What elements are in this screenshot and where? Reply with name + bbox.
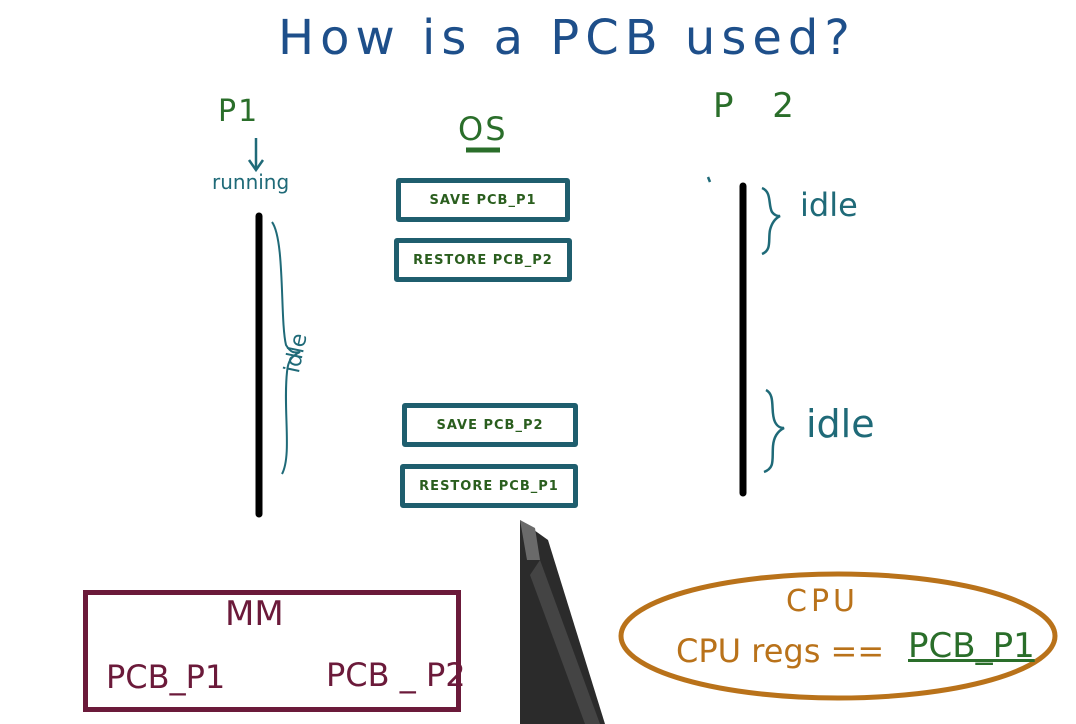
- os-step-save-pcb-p2: SAVE PCB_P2: [402, 403, 578, 447]
- memory-box: [83, 590, 461, 712]
- os-step-label: SAVE PCB_P2: [436, 417, 544, 433]
- p2-idle-label-1: idle: [800, 186, 858, 224]
- p2-header: P 2: [713, 86, 808, 126]
- p2-idle-brace-1: [761, 186, 781, 256]
- p2-idle-brace-2: [763, 388, 785, 474]
- stylus-pen: [520, 520, 605, 724]
- memory-label: MM: [225, 594, 284, 634]
- os-step-label: SAVE PCB_P1: [429, 192, 537, 208]
- p2-dot-mark: [706, 176, 712, 183]
- p1-arrow: [247, 138, 265, 173]
- page-title: How is a PCB used?: [278, 10, 856, 66]
- os-step-restore-pcb-p1: RESTORE PCB_P1: [400, 464, 578, 508]
- os-step-restore-pcb-p2: RESTORE PCB_P2: [394, 238, 572, 282]
- p1-idle-brace: [271, 221, 301, 475]
- os-step-label: RESTORE PCB_P1: [419, 478, 559, 494]
- p1-header: P1: [218, 94, 260, 129]
- os-step-save-pcb-p1: SAVE PCB_P1: [396, 178, 570, 222]
- memory-pcb-p1: PCB_P1: [106, 658, 226, 696]
- p1-running-label: running: [212, 170, 290, 194]
- memory-pcb-p2: PCB _ P2: [326, 656, 466, 694]
- cpu-regs-value: PCB_P1: [908, 626, 1035, 666]
- cpu-label: CPU: [786, 584, 859, 619]
- p2-idle-label-2: idle: [806, 402, 875, 446]
- os-header: OS: [458, 110, 508, 148]
- cpu-ellipse: [618, 571, 1058, 701]
- os-step-label: RESTORE PCB_P2: [413, 252, 553, 268]
- cpu-regs-label: CPU regs ==: [676, 632, 885, 670]
